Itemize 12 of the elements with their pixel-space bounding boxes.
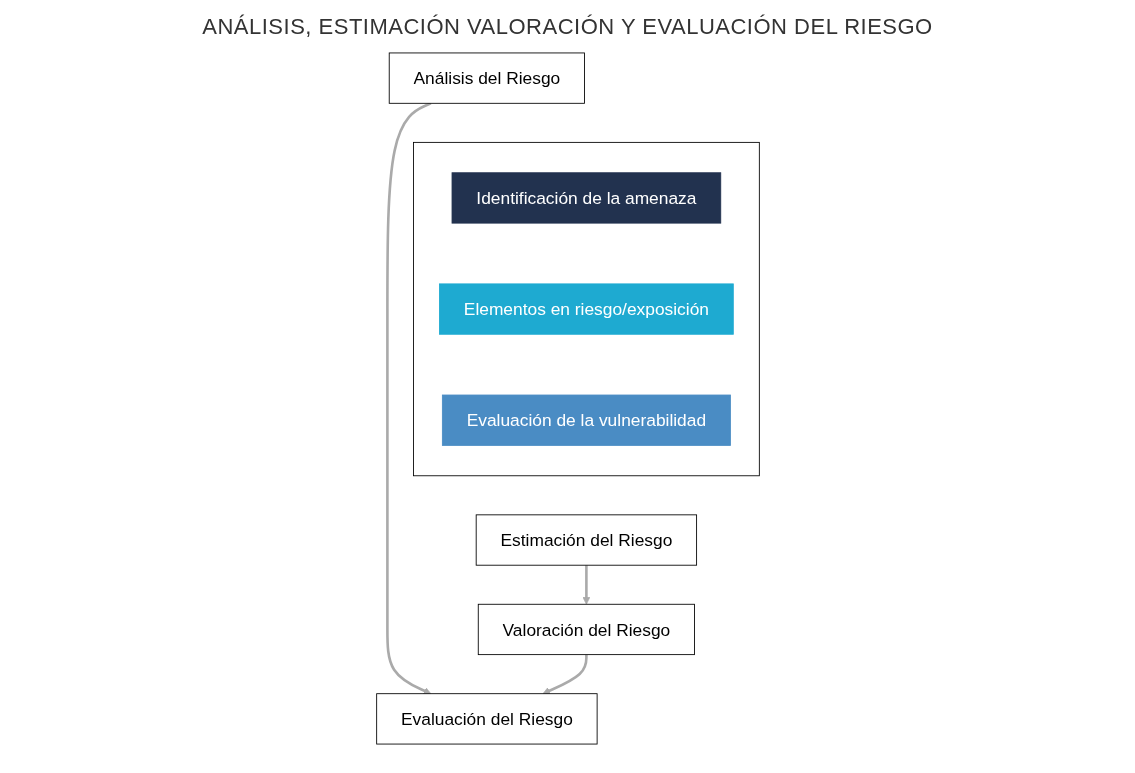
diagram-title: ANÁLISIS, ESTIMACIÓN VALORACIÓN Y EVALUACIÓN DEL RIESGO	[201, 14, 934, 40]
node-box: Evaluación de la vulnerabilidad	[441, 394, 731, 446]
node-box: Elementos en riesgo/exposición	[438, 283, 734, 335]
arrow	[542, 654, 588, 695]
node-box: Valoración del Riesgo	[477, 603, 695, 656]
node-box: Análisis del Riesgo	[388, 52, 585, 104]
node-box: Estimación del Riesgo	[475, 514, 697, 566]
arrow	[385, 102, 431, 695]
node-box: Evaluación del Riesgo	[375, 693, 598, 745]
arrow	[582, 565, 590, 605]
cluster	[412, 141, 760, 477]
node-box: Identificación de la amenaza	[451, 172, 721, 224]
